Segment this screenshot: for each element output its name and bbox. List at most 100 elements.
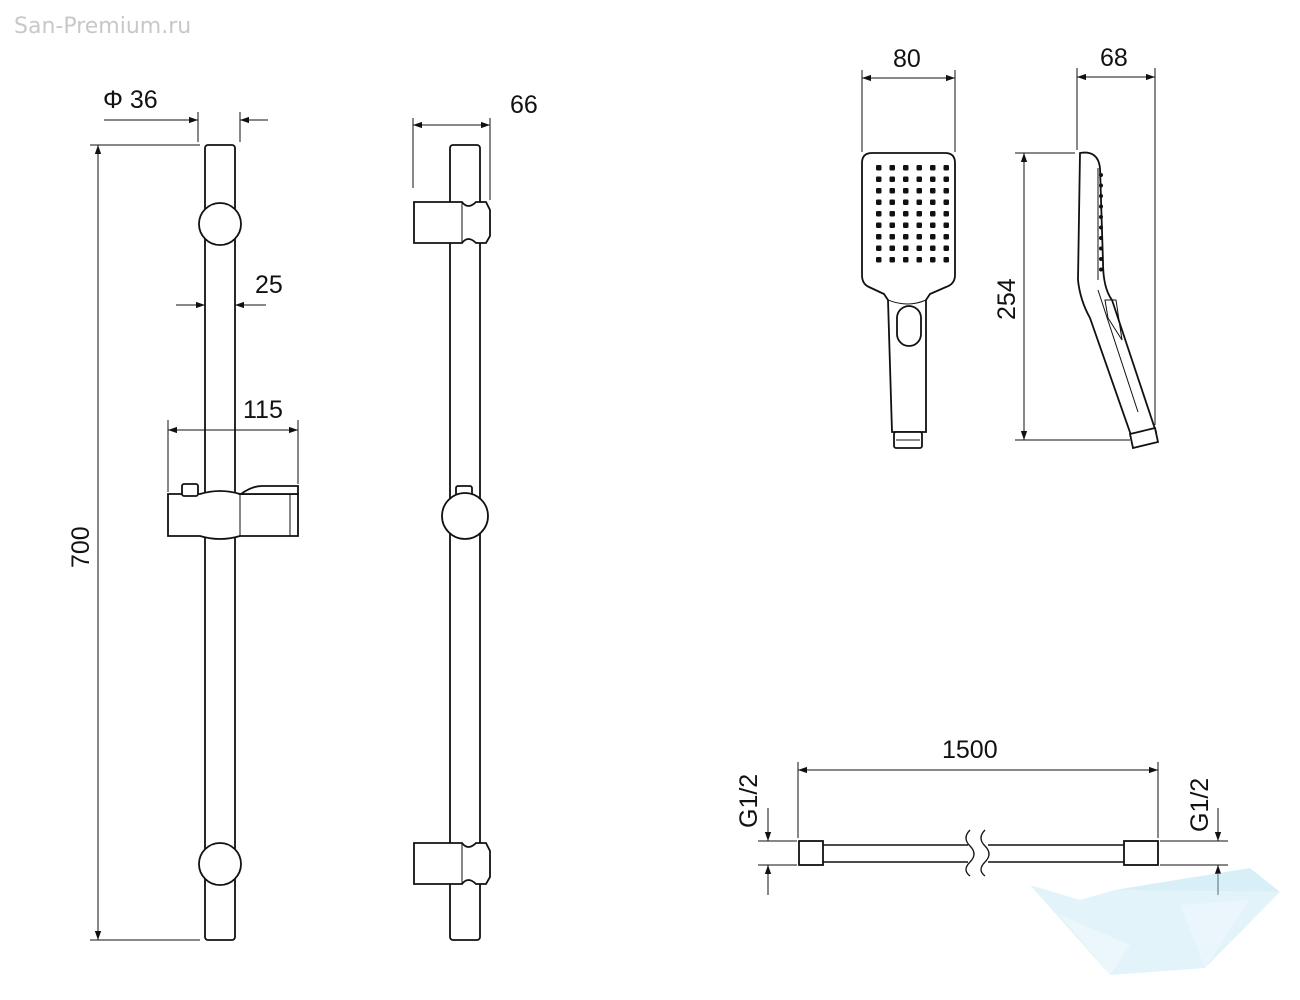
nozzle-hole	[930, 176, 936, 182]
nozzle-hole	[889, 222, 895, 228]
nozzle-hole	[903, 165, 909, 171]
nozzle-hole	[889, 199, 895, 205]
nozzle-hole	[916, 211, 922, 217]
spray-button	[896, 305, 922, 347]
label-head-width: 80	[893, 45, 921, 73]
nozzle-hole	[916, 199, 922, 205]
nozzle-hole	[930, 222, 936, 228]
label-rail-diameter: Φ 36	[103, 86, 158, 114]
shower-hose	[798, 829, 1159, 877]
nozzle-hole	[876, 176, 882, 182]
slider-knob-side	[441, 492, 489, 540]
nozzle-hole	[943, 176, 949, 182]
label-hose-length: 1500	[942, 736, 998, 764]
label-rail-offset: 66	[510, 91, 538, 119]
dimension-holder-width: 115	[167, 396, 299, 492]
nozzle-hole	[876, 222, 882, 228]
nozzle-hole	[876, 199, 882, 205]
nozzle-hole	[943, 222, 949, 228]
nozzle-hole	[943, 199, 949, 205]
dimension-tube-width: 25	[176, 271, 283, 309]
nozzle-hole	[876, 211, 882, 217]
rail-front-view	[167, 144, 299, 941]
nozzle-hole	[916, 234, 922, 240]
nozzle-hole	[930, 188, 936, 194]
shower-side-outline	[1077, 151, 1158, 440]
hand-shower-side-view	[1077, 151, 1160, 450]
wall-bracket-top-side	[413, 201, 491, 244]
nozzle-hole	[916, 188, 922, 194]
side-nozzle-dot	[1099, 225, 1103, 230]
nozzle-hole	[903, 222, 909, 228]
nozzle-hole	[889, 257, 895, 263]
nozzle-hole	[930, 199, 936, 205]
nozzle-hole	[943, 211, 949, 217]
hose-nut-left	[798, 840, 824, 866]
nozzle-hole	[889, 234, 895, 240]
nozzle-hole	[916, 165, 922, 171]
nozzle-hole	[930, 257, 936, 263]
dimension-head-width: 80	[861, 45, 956, 152]
nozzle-hole	[930, 234, 936, 240]
dimension-thread-left: G1/2	[735, 774, 797, 895]
rail-tube-side	[449, 144, 481, 941]
side-nozzle-dot	[1099, 246, 1103, 251]
nozzle-hole	[916, 222, 922, 228]
nozzle-hole	[916, 257, 922, 263]
nozzle-hole	[930, 245, 936, 251]
nozzle-hole	[943, 165, 949, 171]
nozzle-hole	[943, 257, 949, 263]
nozzle-hole	[889, 188, 895, 194]
label-rail-length: 700	[67, 526, 95, 568]
nozzle-hole	[889, 176, 895, 182]
hose-nut-right	[1123, 840, 1159, 866]
side-nozzle-dot	[1099, 215, 1103, 219]
rail-tube	[204, 144, 236, 941]
rail-side-view	[413, 144, 491, 941]
dimension-rail-diameter: Φ 36	[103, 86, 268, 142]
nozzle-hole	[876, 188, 882, 194]
nozzle-hole	[943, 234, 949, 240]
side-nozzle-dots	[1099, 173, 1103, 272]
nozzle-hole	[889, 211, 895, 217]
label-tube-width: 25	[255, 271, 283, 299]
side-nozzle-dot	[1099, 267, 1103, 272]
nozzle-hole	[903, 257, 909, 263]
nozzle-hole	[889, 245, 895, 251]
label-thread-right: G1/2	[1186, 778, 1214, 832]
watermark-text: San-Premium.ru	[14, 14, 191, 39]
wall-bracket-bottom	[198, 842, 242, 886]
nozzle-hole	[876, 245, 882, 251]
nozzle-hole	[930, 211, 936, 217]
nozzle-hole	[930, 165, 936, 171]
nozzle-hole	[903, 245, 909, 251]
side-nozzle-dot	[1099, 257, 1103, 261]
side-nozzle-dot	[1099, 173, 1103, 177]
nozzle-hole	[916, 176, 922, 182]
nozzle-hole	[876, 165, 882, 171]
wall-bracket-top	[198, 202, 242, 246]
dimension-rail-length: 700	[67, 144, 200, 941]
wall-bracket-bottom-side	[413, 842, 491, 885]
shower-head-outline	[861, 152, 956, 433]
logo-watermark	[1030, 868, 1280, 975]
side-nozzle-dot	[1099, 194, 1103, 198]
nozzle-hole	[903, 211, 909, 217]
dimension-hose-length: 1500	[797, 736, 1159, 838]
label-head-length: 254	[993, 278, 1021, 320]
nozzle-hole	[943, 188, 949, 194]
nozzle-hole	[903, 199, 909, 205]
side-nozzle-dot	[1099, 236, 1103, 240]
nozzle-hole	[889, 165, 895, 171]
dimension-rail-offset: 66	[412, 91, 538, 200]
label-thread-left: G1/2	[735, 774, 763, 828]
slider-holder	[167, 483, 299, 540]
side-nozzle-dot	[1099, 183, 1103, 188]
hand-shower-front-view	[861, 152, 956, 449]
label-holder-width: 115	[243, 396, 283, 424]
nozzle-pattern	[876, 165, 949, 263]
nozzle-hole	[916, 245, 922, 251]
nozzle-hole	[943, 245, 949, 251]
nozzle-hole	[903, 188, 909, 194]
